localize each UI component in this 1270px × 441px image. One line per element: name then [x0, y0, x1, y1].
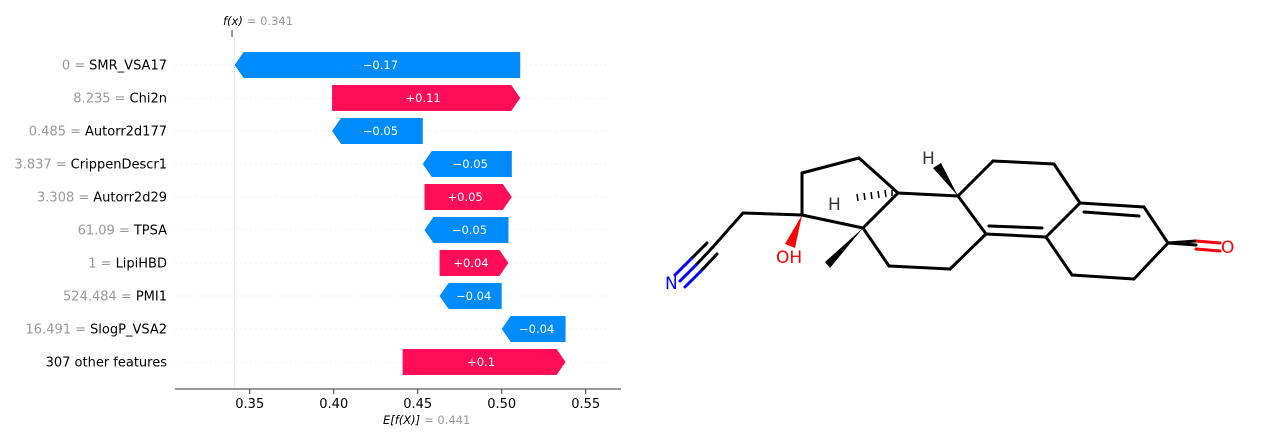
negative-bar [332, 118, 423, 144]
bar-value-label: −0.05 [453, 157, 488, 171]
feature-value: 8.235 = [73, 92, 125, 107]
feature-label: 0.485 = Autorr2d177 [29, 125, 167, 140]
bar-value-label: −0.05 [363, 124, 398, 138]
hash-bond-h [856, 189, 893, 202]
feature-value: 0.485 = [29, 125, 81, 140]
expected-annotation: E[f(X)] = 0.441 [383, 413, 470, 427]
hydroxyl-label: OH [776, 248, 802, 268]
wedge-bond-h [933, 163, 958, 196]
bar-value-label: −0.04 [456, 289, 491, 303]
feature-label: 61.09 =TPSA [78, 224, 168, 239]
feature-label: 3.308 = Autorr2d29 [37, 191, 167, 206]
wedge-bond-oh [785, 215, 802, 248]
feature-name: SlogP_VSA2 [90, 323, 167, 338]
negative-bar [501, 316, 566, 342]
negative-bar [424, 217, 509, 243]
feature-label: 3.837 = CrippenDescr1 [14, 158, 167, 173]
feature-value: 61.09 = [78, 224, 130, 239]
nitrile-bond [673, 241, 719, 289]
feature-value: 16.491 = [26, 323, 87, 338]
feature-name: CrippenDescr1 [71, 158, 167, 173]
bar-value-label: +0.04 [453, 256, 488, 270]
fx-annotation: f(x) = 0.341 [223, 14, 293, 37]
bar-value-label: +0.1 [467, 355, 495, 369]
x-tick-label: 0.35 [235, 397, 264, 412]
x-tick-label: 0.40 [319, 397, 348, 412]
fx-symbol: f(x) [223, 14, 243, 28]
positive-bar [424, 184, 512, 210]
negative-bar [234, 52, 521, 78]
feature-value: 524.484 = [63, 290, 132, 305]
positive-bar [439, 250, 509, 276]
expected-value: = 0.441 [424, 413, 470, 427]
hydrogen-label-left: H [828, 195, 841, 215]
feature-name: Autorr2d29 [93, 191, 167, 206]
bar-value-label: +0.11 [406, 91, 441, 105]
feature-label: 16.491 =SlogP_VSA2 [26, 323, 167, 338]
fx-value: = 0.341 [247, 14, 293, 28]
svg-text:f(x)= 0.341: f(x) = 0.341 [223, 14, 293, 28]
feature-value: 0 = [62, 59, 85, 74]
feature-label: 307 other features [46, 356, 168, 371]
molecule-structure: H H OH N O [665, 149, 1234, 294]
negative-bar [439, 283, 502, 309]
svg-text:E[f(X)]= 0.441: E[f(X)] = 0.441 [383, 413, 470, 427]
bar-value-label: −0.05 [452, 223, 487, 237]
feature-name: SMR_VSA17 [89, 59, 167, 74]
oxygen-label: O [1221, 238, 1234, 258]
positive-bar [332, 85, 521, 111]
feature-label: 1 = LipiHBD [88, 257, 167, 272]
feature-name: TPSA [133, 224, 167, 239]
hydrogen-label-top: H [922, 149, 935, 169]
expected-symbol: E[f(X)] [383, 413, 420, 427]
carbonyl-oxygen-bond [1167, 239, 1222, 253]
positive-bar [402, 349, 566, 375]
feature-name: Chi2n [130, 92, 167, 107]
x-tick-label: 0.50 [487, 397, 516, 412]
feature-name: 307 other features [46, 356, 168, 371]
x-tick-label: 0.45 [403, 397, 432, 412]
negative-bar [422, 151, 512, 177]
molecule-bonds [710, 156, 1198, 281]
shap-waterfall-chart: f(x) = 0.341 0 = SMR_VSA17 8.235 = Chi2n 0.48… [14, 14, 621, 427]
feature-name: Autorr2d177 [85, 125, 167, 140]
feature-value: 3.837 = [14, 158, 66, 173]
feature-label: 0 = SMR_VSA17 [62, 59, 167, 74]
x-tick-label: 0.55 [571, 397, 600, 412]
wedge-bond-methyl [825, 228, 863, 268]
bar-value-label: +0.05 [448, 190, 483, 204]
feature-label: 524.484 = PMI1 [63, 290, 167, 305]
bar-value-label: −0.17 [363, 58, 398, 72]
feature-value: 1 = [88, 257, 111, 272]
bar-value-label: −0.04 [519, 322, 554, 336]
feature-label: 8.235 = Chi2n [73, 92, 167, 107]
nitrogen-label: N [665, 274, 678, 294]
feature-name: PMI1 [136, 290, 167, 305]
feature-name: LipiHBD [116, 257, 167, 272]
feature-value: 3.308 = [37, 191, 89, 206]
